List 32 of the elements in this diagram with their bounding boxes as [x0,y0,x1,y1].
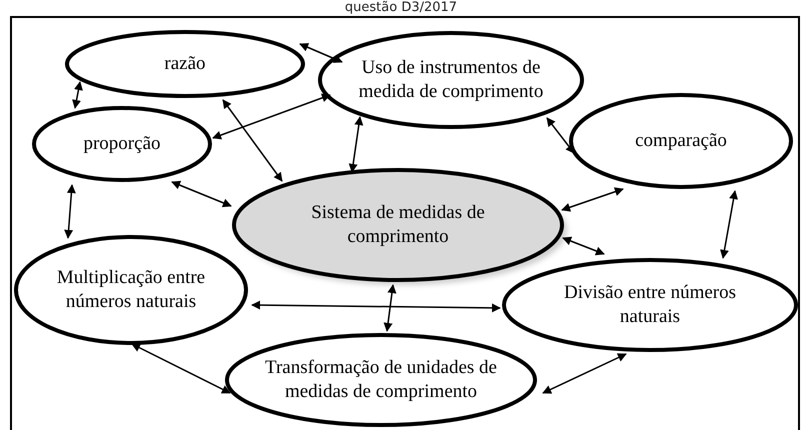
concept-ellipse [502,258,798,352]
double-arrow [171,180,232,208]
node-label: proporção [82,132,162,156]
double-arrow [542,353,627,394]
node-label: Sistema de medidas de comprimento [310,201,486,249]
concept-ellipse [225,333,537,427]
title: questão D3/2017 [344,0,458,15]
node-label: Multiplicação entre números naturais [56,266,206,314]
double-arrow [131,343,231,394]
double-arrow [561,187,624,212]
concept-ellipse [14,235,248,345]
double-arrow [222,99,283,182]
double-arrow [72,81,83,109]
double-arrow [384,284,396,332]
double-arrow [348,116,364,173]
double-arrow [562,236,605,256]
node-label: Divisão entre números naturais [562,281,737,329]
concept-ellipse [569,93,793,189]
double-arrow [251,300,501,312]
double-arrow [720,190,738,259]
double-arrow [212,94,331,140]
central-ellipse [232,168,564,282]
double-arrow [64,184,76,239]
node-label: comparação [634,129,728,153]
node-label: Uso de instrumentos de medida de comprimento [358,56,544,104]
double-arrow [546,117,575,154]
concept-ellipse [65,30,305,98]
concept-ellipse [318,31,584,129]
node-label: razão [163,52,207,76]
double-arrow [299,43,343,63]
node-label: Transformação de unidades de medidas de comprimento [264,356,498,404]
concept-ellipse [32,106,212,182]
